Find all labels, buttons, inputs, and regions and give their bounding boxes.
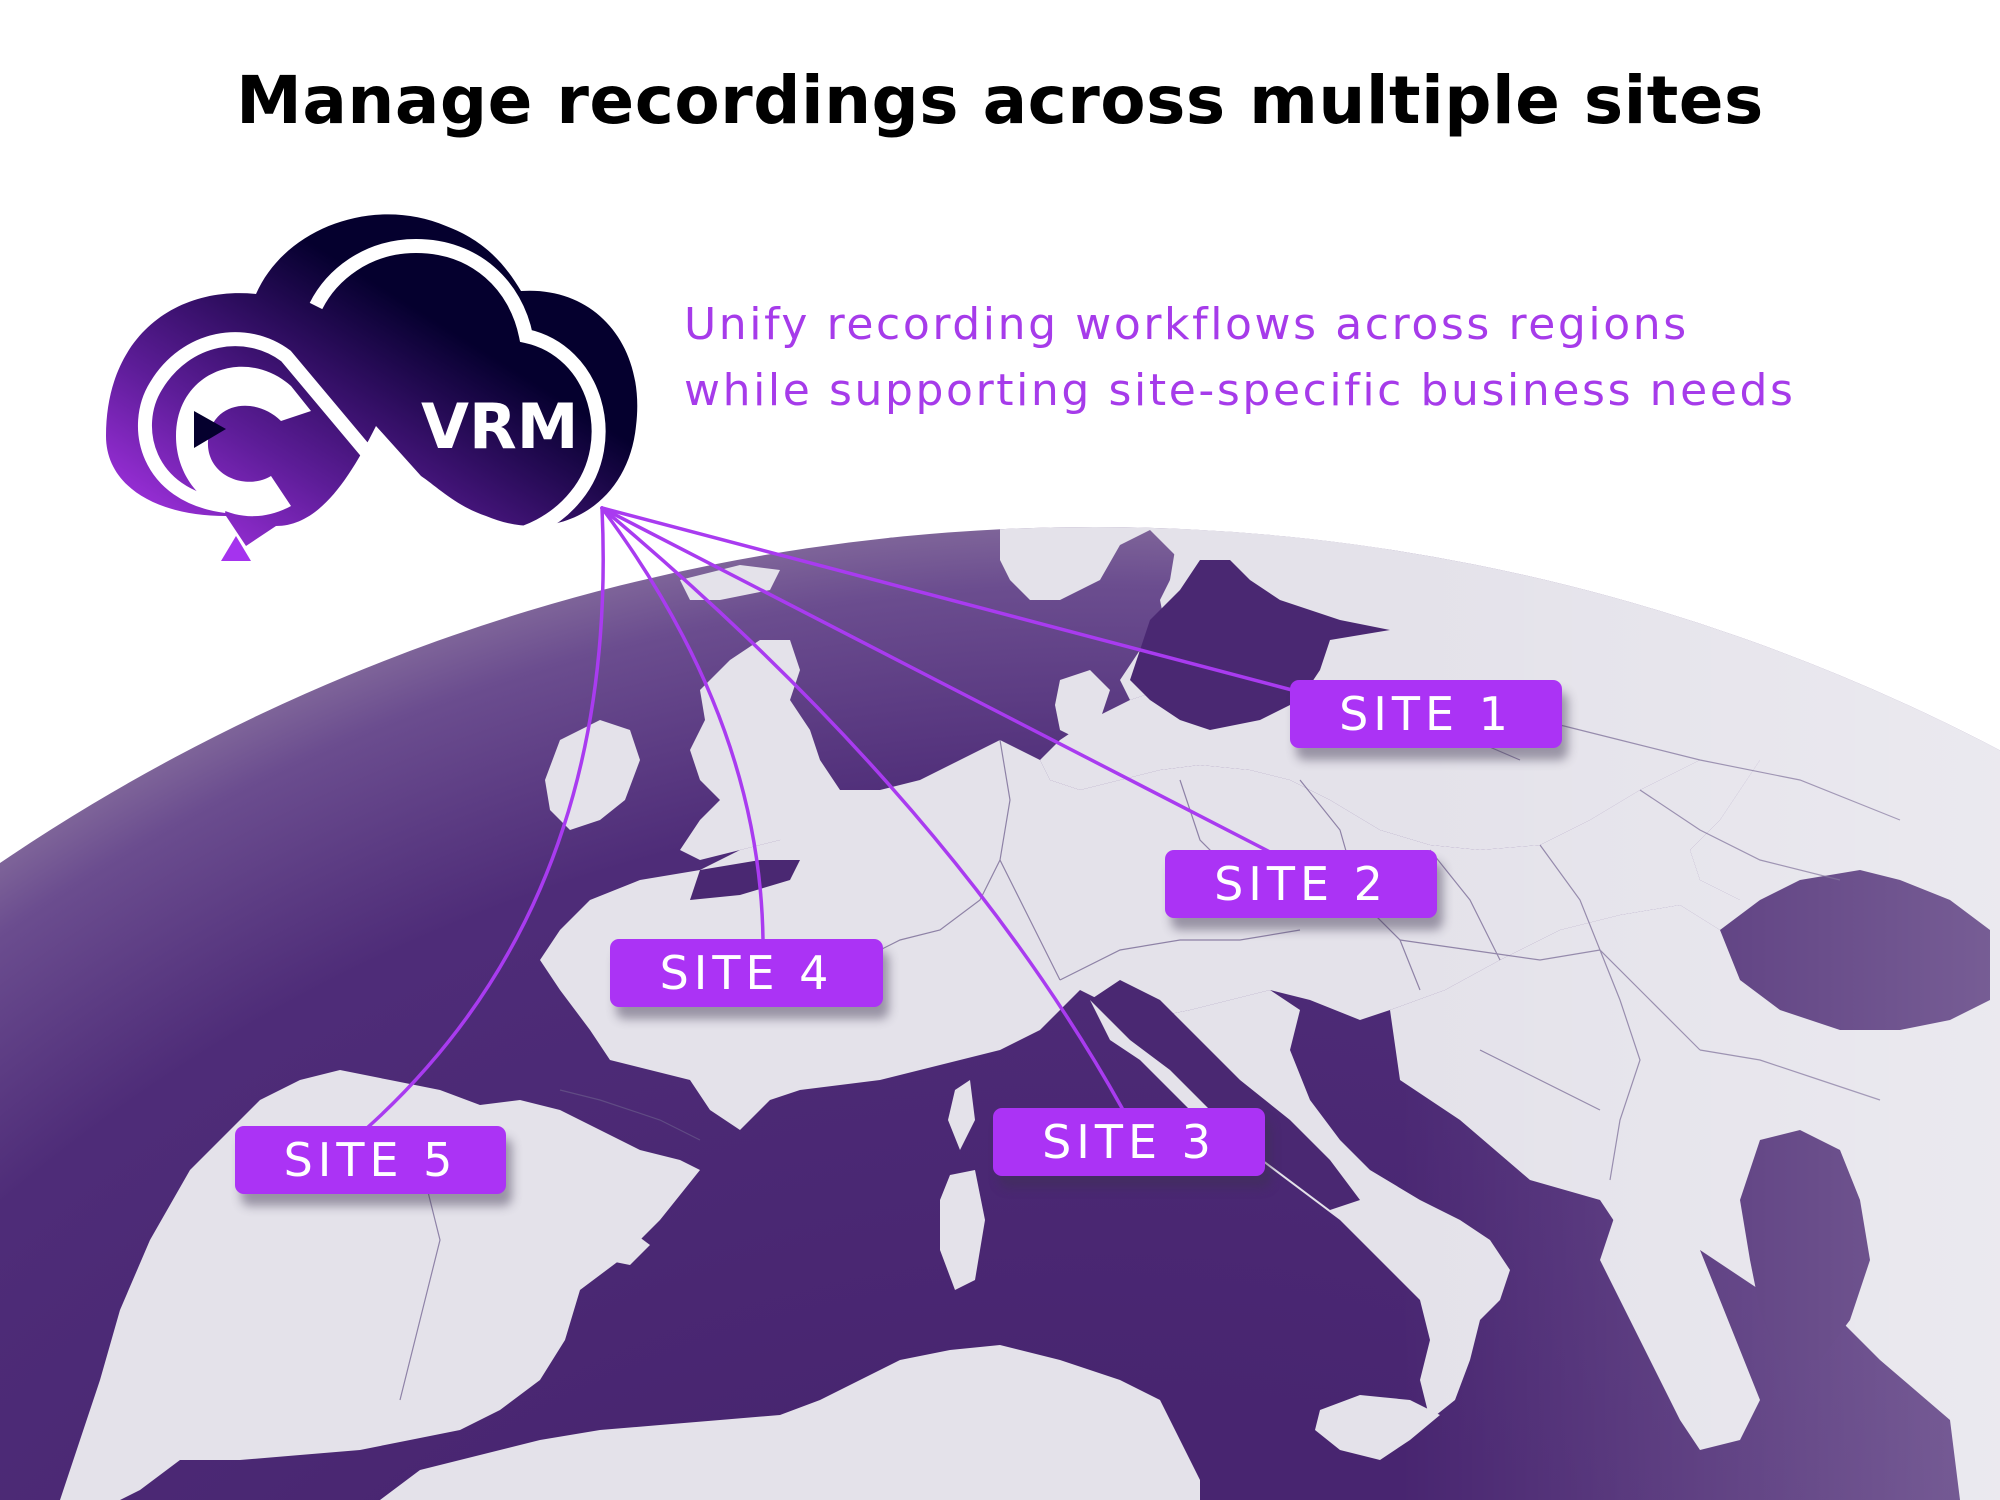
connector-line-site-2 [600, 506, 1272, 854]
connector-line-site-3 [600, 506, 1124, 1110]
site-label-3[interactable]: SITE 3 [993, 1108, 1265, 1176]
site-label-4[interactable]: SITE 4 [610, 939, 883, 1007]
connector-line-site-5 [365, 506, 605, 1130]
site-label-2[interactable]: SITE 2 [1165, 850, 1437, 918]
site-label-1[interactable]: SITE 1 [1290, 680, 1562, 748]
logo-text: VRM [421, 390, 578, 463]
connector-line-site-1 [600, 506, 1294, 692]
subtitle-line-1: Unify recording workflows across regions [684, 299, 1689, 350]
subtitle-line-2: while supporting site-specific business … [684, 365, 1796, 416]
connector-line-site-4 [600, 506, 765, 942]
subtitle: Unify recording workflows across regions… [684, 292, 1796, 424]
vrm-logo: VRM [106, 214, 638, 561]
page-title: Manage recordings across multiple sites [236, 62, 1764, 139]
connector-lines [365, 506, 1294, 1130]
site-label-5[interactable]: SITE 5 [235, 1126, 506, 1194]
play-icon [194, 411, 226, 448]
